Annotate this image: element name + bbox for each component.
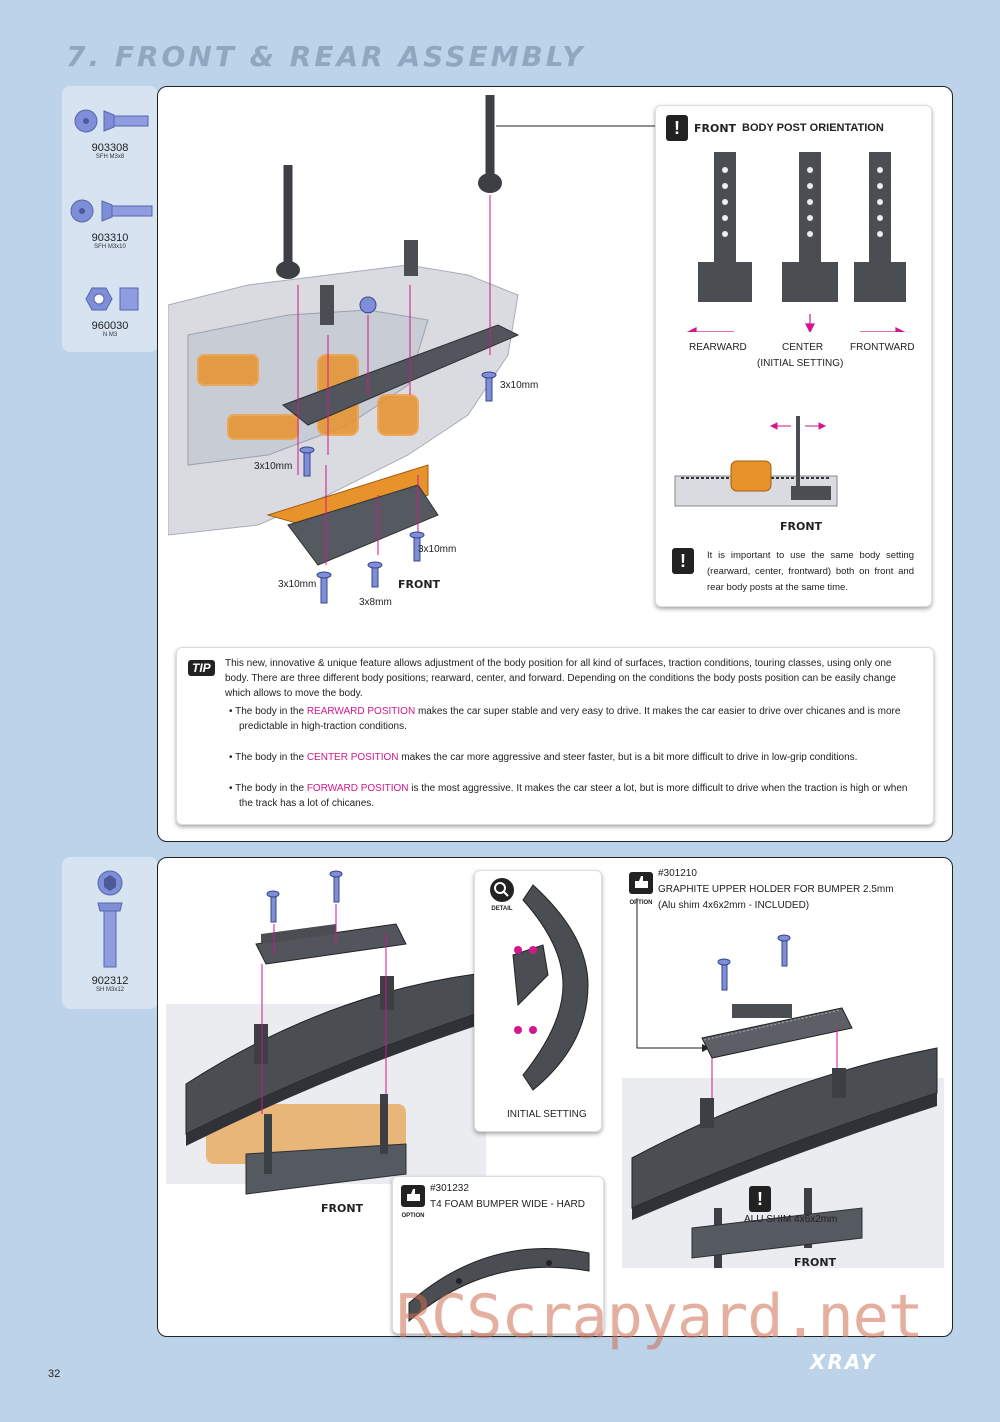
nut-icon xyxy=(85,287,139,311)
tip-bullet: • The body in the CENTER POSITION makes … xyxy=(229,752,858,763)
screw-label: 3x10mm xyxy=(278,579,317,590)
svg-text:OPTION: OPTION xyxy=(629,900,652,906)
option-upper-number: #301210 xyxy=(658,868,697,879)
part-code: 903310 xyxy=(91,232,129,244)
option-upper-note: (Alu shim 4x6x2mm - INCLUDED) xyxy=(658,900,810,911)
alu-shim-label: ALU SHIM 4x6x2mm xyxy=(744,1214,838,1225)
leader-line xyxy=(496,125,656,127)
part-desc: SFH M3x8 xyxy=(95,154,125,160)
screw-sh-icon xyxy=(97,870,123,968)
tip-intro: This new, innovative & unique feature al… xyxy=(225,658,896,699)
tip-callout: TIP This new, innovative & unique featur… xyxy=(176,647,934,825)
parts-list-bottom: 902312 SH M3x12 xyxy=(62,857,158,1009)
option-thumbs-up-icon: OPTION xyxy=(401,1185,425,1219)
screw-sfh-icon xyxy=(70,199,153,223)
svg-text:OPTION: OPTION xyxy=(401,1213,424,1219)
part-code: 903308 xyxy=(91,142,129,154)
option-leader-line xyxy=(636,898,710,1052)
option-thumbs-up-icon: OPTION xyxy=(629,872,653,906)
front-word: FRONT xyxy=(694,122,737,135)
watermark: RCScrapyard.net xyxy=(396,1282,924,1352)
option-upper-name: GRAPHITE UPPER HOLDER FOR BUMPER 2.5mm xyxy=(658,884,894,895)
initial-setting-label: INITIAL SETTING xyxy=(507,1109,587,1120)
orientation-heading: BODY POST ORIENTATION xyxy=(742,122,884,134)
detail-magnifier-icon: DETAIL xyxy=(490,878,514,911)
position-center: CENTER xyxy=(782,342,824,353)
initial-setting-label: (INITIAL SETTING) xyxy=(757,358,844,369)
position-frontward: FRONTWARD xyxy=(850,342,915,353)
orientation-note: It is important to use the same body set… xyxy=(707,550,914,593)
brand-logo: XRAY xyxy=(810,1350,877,1374)
parts-list-top: 903308 SFH M3x8 903310 SFH M3x10 960030 … xyxy=(62,86,158,352)
page-number: 32 xyxy=(48,1368,61,1380)
front-label: FRONT xyxy=(398,578,441,591)
step1-panel: 3x10mm 3x10mm 3x10mm 3x10mm 3x8mm FRONT … xyxy=(157,86,953,842)
screw-label: 3x8mm xyxy=(359,597,392,608)
part-desc: SFH M3x10 xyxy=(94,244,126,250)
car-side-view-illustration xyxy=(674,416,838,507)
front-label-left: FRONT xyxy=(321,1202,364,1215)
foam-bumper-illustration xyxy=(408,1248,590,1323)
part-code: 902312 xyxy=(91,975,129,987)
position-rearward: REARWARD xyxy=(689,342,747,353)
option-bumper-callout: OPTION #301232 T4 FOAM BUMPER WIDE - HAR… xyxy=(392,1176,604,1334)
page-title: 7. FRONT & REAR ASSEMBLY xyxy=(66,40,586,73)
svg-text:DETAIL: DETAIL xyxy=(491,906,513,911)
tip-bullets: • The body in the REARWARD POSITION make… xyxy=(227,704,917,827)
warning-icon: ! xyxy=(672,548,694,574)
body-post-orientation-callout: ! FRONT BODY POST ORIENTATION REARWARD C… xyxy=(655,105,932,607)
tip-bullet: • The body in the REARWARD POSITION make… xyxy=(229,706,901,732)
body-posts-illustration xyxy=(686,152,906,332)
front-bumper-assembly-illustration xyxy=(166,870,486,1195)
part-desc: N M3 xyxy=(102,332,118,338)
option-bumper-name: T4 FOAM BUMPER WIDE - HARD xyxy=(430,1199,586,1210)
screw-sfh-icon xyxy=(74,109,149,133)
step2-panel: FRONT DETAIL INITIAL SETTING OPTION #301… xyxy=(157,857,953,1337)
warning-icon: ! xyxy=(749,1186,771,1212)
graphite-holder-assembly-illustration xyxy=(622,934,944,1268)
option-bumper-number: #301232 xyxy=(430,1183,469,1194)
part-desc: SH M3x12 xyxy=(95,987,124,993)
part-code: 960030 xyxy=(91,320,129,332)
tip-bullet: • The body in the FORWARD POSITION is th… xyxy=(229,783,908,809)
front-body-post-assembly-illustration xyxy=(168,95,520,604)
tip-badge: TIP xyxy=(188,660,215,676)
car-front-label: FRONT xyxy=(780,520,823,533)
screw-label: 3x10mm xyxy=(500,380,539,391)
bumper-holder-detail-illustration xyxy=(512,884,589,1091)
warning-icon: ! xyxy=(666,115,688,141)
screw-label: 3x10mm xyxy=(418,544,457,555)
front-label-right: FRONT xyxy=(794,1256,837,1269)
detail-callout: DETAIL INITIAL SETTING xyxy=(474,870,602,1132)
screw-label: 3x10mm xyxy=(254,461,293,472)
